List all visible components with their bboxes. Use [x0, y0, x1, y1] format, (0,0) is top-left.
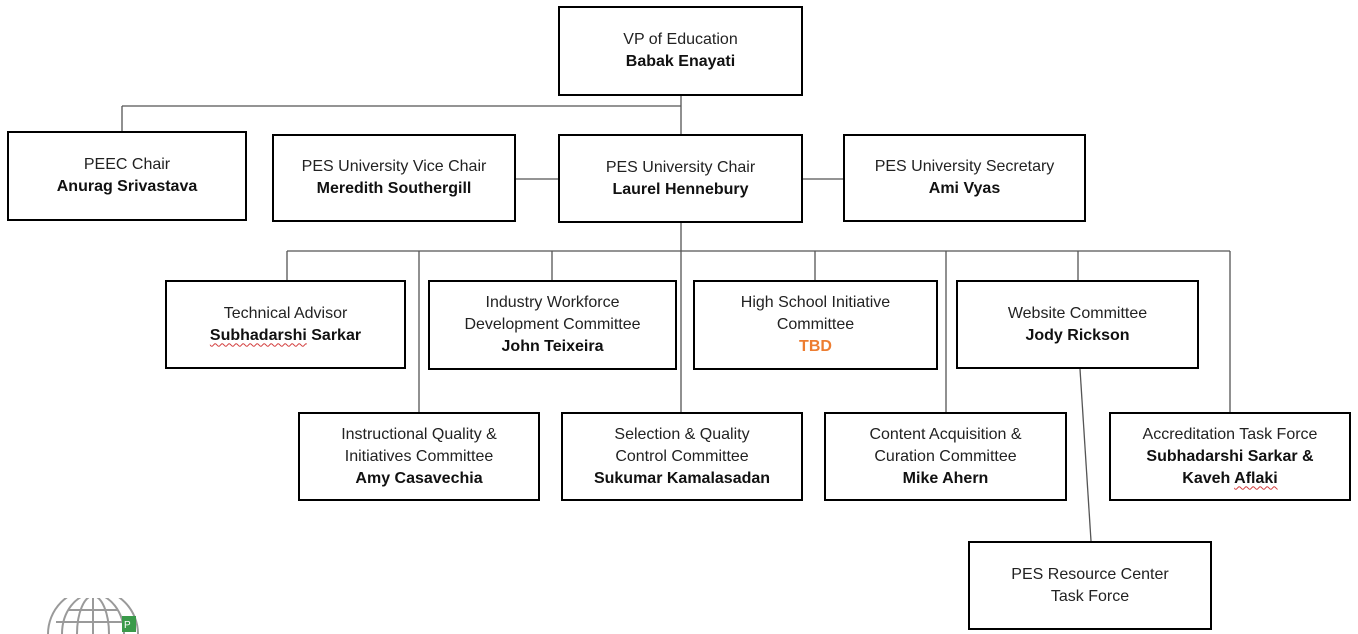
node-technical-advisor: Technical Advisor Subhadarshi Sarkar [165, 280, 406, 369]
node-high-school-initiative-committee: High School Initiative Committee TBD [693, 280, 938, 370]
name-rest: Sarkar [306, 326, 362, 344]
node-pes-resource-center-task-force: PES Resource Center Task Force [968, 541, 1212, 630]
node-title: PES University Chair [605, 158, 756, 176]
node-pes-university-secretary: PES University Secretary Ami Vyas [843, 134, 1086, 222]
node-selection-quality-control-committee: Selection & Quality Control Committee Su… [561, 412, 803, 501]
name-part: Sarkar & [1243, 447, 1314, 465]
node-name-line-1: Subhadarshi Sarkar & [1146, 446, 1313, 468]
node-title-line-2: Initiatives Committee [344, 447, 494, 465]
node-title-line-2: Committee [776, 316, 855, 333]
node-title-line-1: Selection & Quality [614, 425, 750, 443]
node-vp-of-education: VP of Education Babak Enayati [558, 6, 803, 96]
node-title-line-1: PES Resource Center [1011, 565, 1169, 583]
node-name-line-2: Kaveh Aflaki [1182, 468, 1277, 490]
node-title-line-2: Task Force [1050, 587, 1130, 605]
node-content-acquisition-curation-committee: Content Acquisition & Curation Committee… [824, 412, 1067, 501]
node-name: Subhadarshi Sarkar [210, 325, 361, 347]
node-website-committee: Website Committee Jody Rickson [956, 280, 1199, 369]
node-name: Mike Ahern [902, 469, 989, 487]
node-name: John Teixeira [501, 338, 604, 355]
node-industry-workforce-development-committee: Industry Workforce Development Committee… [428, 280, 677, 370]
name-part: Kaveh [1182, 469, 1235, 487]
node-instructional-quality-committee: Instructional Quality & Initiatives Comm… [298, 412, 540, 501]
name-part: Subhadarshi [1146, 447, 1244, 465]
node-title: VP of Education [623, 31, 738, 48]
node-title-line-1: Content Acquisition & [869, 425, 1022, 443]
node-title-line-1: High School Initiative [740, 294, 891, 311]
node-name: Jody Rickson [1025, 326, 1130, 344]
node-title-line-1: Instructional Quality & [341, 425, 497, 443]
node-name: Meredith Southergill [316, 180, 472, 197]
node-name: Babak Enayati [625, 53, 736, 70]
node-name: Amy Casavechia [355, 469, 483, 487]
svg-text:P: P [124, 620, 131, 631]
globe-logo-icon: P [47, 598, 139, 634]
spellcheck-word: Subhadarshi [209, 326, 307, 344]
node-name: Ami Vyas [928, 180, 1001, 197]
node-title-line-2: Development Committee [464, 316, 641, 333]
node-pes-university-vice-chair: PES University Vice Chair Meredith South… [272, 134, 516, 222]
node-pes-university-chair: PES University Chair Laurel Hennebury [558, 134, 803, 223]
node-title: Technical Advisor [223, 304, 348, 322]
node-title: PES University Vice Chair [301, 158, 487, 175]
node-title-line-1: Industry Workforce [485, 294, 620, 311]
spellcheck-word: Aflaki [1234, 469, 1278, 487]
node-title: PES University Secretary [874, 158, 1055, 175]
node-title: Accreditation Task Force [1142, 425, 1318, 443]
node-name: Laurel Hennebury [612, 180, 749, 198]
node-peec-chair: PEEC Chair Anurag Srivastava [7, 131, 247, 221]
node-name-tbd: TBD [799, 338, 832, 355]
node-name: Anurag Srivastava [56, 178, 198, 195]
node-title: PEEC Chair [83, 156, 171, 173]
node-name: Sukumar Kamalasadan [593, 469, 771, 487]
node-title-line-2: Curation Committee [874, 447, 1017, 465]
node-title-line-2: Control Committee [615, 447, 749, 465]
node-accreditation-task-force: Accreditation Task Force Subhadarshi Sar… [1109, 412, 1351, 501]
node-title: Website Committee [1007, 304, 1148, 322]
